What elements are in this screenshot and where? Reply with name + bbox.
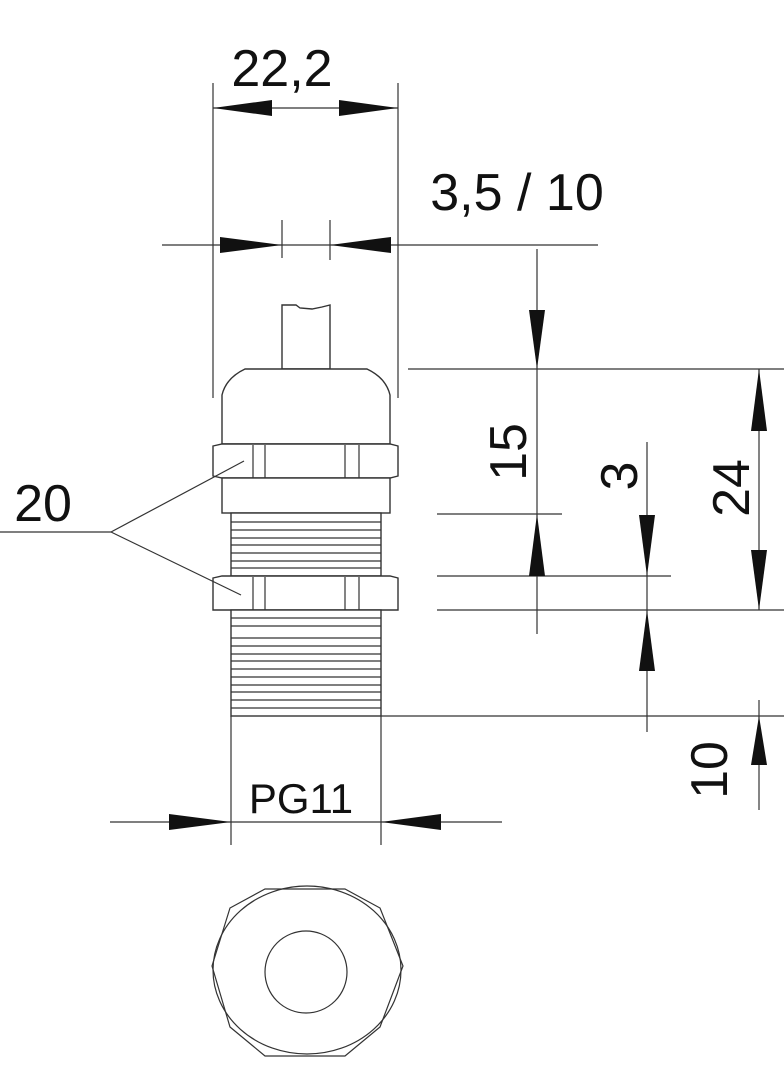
arrow-down-icon	[639, 515, 655, 576]
arrow-right-icon	[339, 100, 398, 116]
total-height-label: 24	[703, 459, 761, 517]
dimension-clamping-range: 3,5 / 10	[162, 164, 604, 260]
overall-width-label: 22,2	[231, 40, 332, 98]
arrow-up-icon	[751, 716, 767, 765]
cable-bore-circle	[264, 930, 348, 1014]
cable-stub	[281, 304, 331, 370]
dimension-nut-height: 3	[591, 442, 655, 732]
arrow-left-icon	[330, 237, 391, 253]
upper-thread	[230, 512, 382, 577]
dimension-total-height: 24	[703, 369, 767, 610]
lower-hex-locknut	[212, 575, 399, 611]
arrow-up-icon	[639, 610, 655, 671]
arrow-right-icon	[169, 814, 231, 830]
thread-size-label: PG11	[249, 775, 353, 822]
arrow-down-icon	[529, 310, 545, 369]
nut-height-label: 3	[591, 462, 649, 491]
arrow-up-icon	[751, 369, 767, 431]
dimension-thread-size: PG11	[110, 716, 502, 845]
arrow-left-icon	[381, 814, 441, 830]
body-height-label: 15	[480, 423, 538, 481]
arrow-up-icon	[529, 514, 545, 576]
dimension-wrench-size: 20	[0, 460, 245, 596]
dimension-body-height: 15	[480, 249, 545, 634]
extension-lines	[381, 368, 784, 717]
dimension-overall-width: 22,2	[212, 40, 399, 398]
thread-length-label: 10	[681, 741, 739, 799]
gland-side-view	[212, 304, 399, 717]
collar	[221, 477, 391, 514]
wrench-size-label: 20	[14, 475, 72, 533]
hex-outline	[211, 888, 404, 1057]
lower-thread	[230, 609, 382, 717]
dome-cap	[221, 368, 391, 445]
clamping-range-label: 3,5 / 10	[430, 164, 603, 222]
dome-circle	[212, 885, 402, 1055]
upper-hex-nut	[212, 443, 399, 479]
dimension-thread-length: 10	[681, 700, 767, 810]
gland-top-view	[211, 885, 404, 1057]
arrow-down-icon	[751, 550, 767, 610]
arrow-left-icon	[213, 100, 272, 116]
arrow-right-icon	[220, 237, 282, 253]
